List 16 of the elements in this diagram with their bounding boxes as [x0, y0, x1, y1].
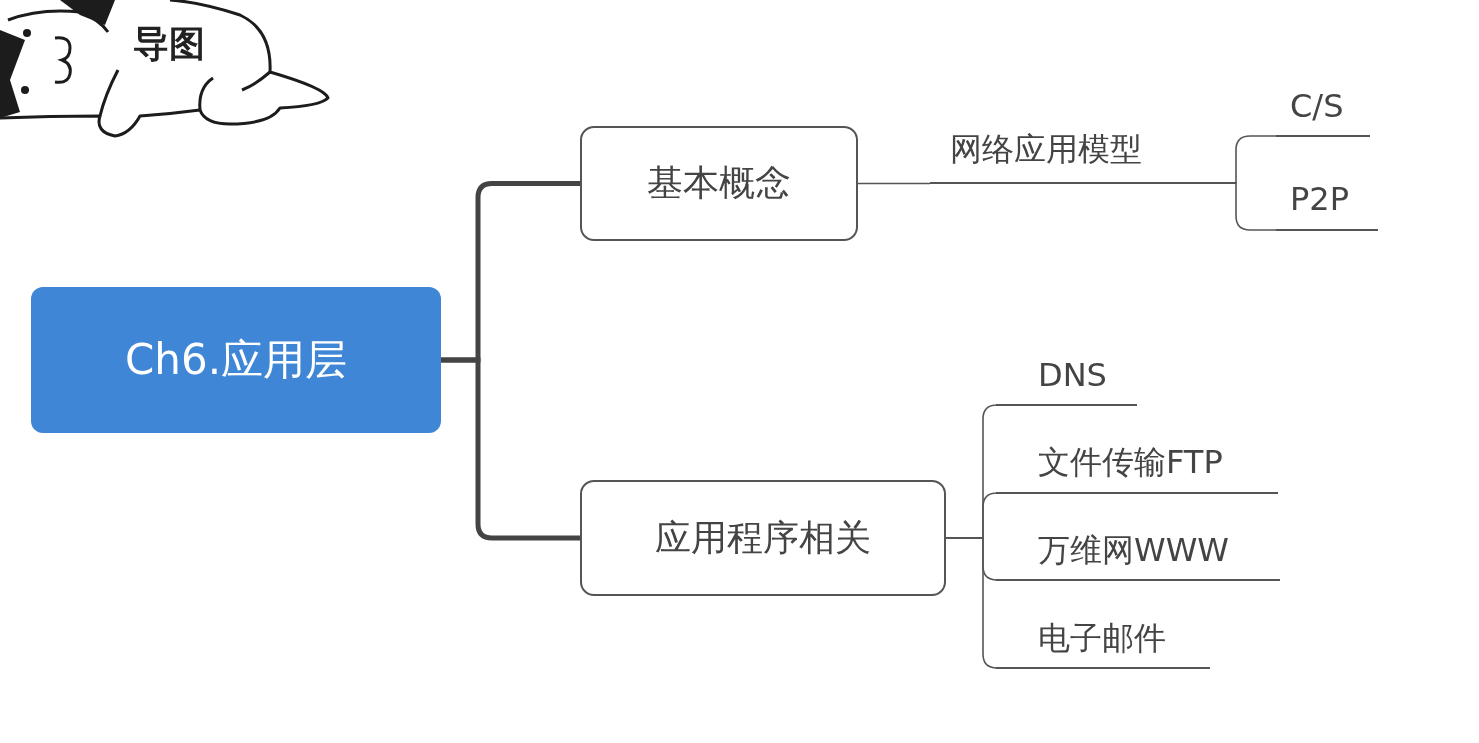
topic-box: 应用程序相关	[580, 480, 946, 596]
subtopic-label: 网络应用模型	[930, 118, 1235, 184]
subtopic-label: 万维网WWW	[996, 522, 1280, 581]
branch-line	[1234, 182, 1277, 231]
branch-line	[857, 182, 931, 185]
subtopic-label: 文件传输FTP	[996, 434, 1278, 494]
cartoon-caption: 导图	[133, 22, 205, 66]
branch-line	[441, 357, 580, 541]
branch-line	[1234, 135, 1277, 184]
topic-box: 基本概念	[580, 126, 858, 241]
branch-line	[945, 537, 998, 669]
central-topic-box: Ch6.应用层	[31, 287, 441, 433]
subtopic-label: C/S	[1276, 76, 1370, 137]
subtopic-label: 电子邮件	[996, 610, 1210, 669]
subtopic-label: P2P	[1276, 168, 1378, 231]
subtopic-label: DNS	[996, 346, 1137, 406]
